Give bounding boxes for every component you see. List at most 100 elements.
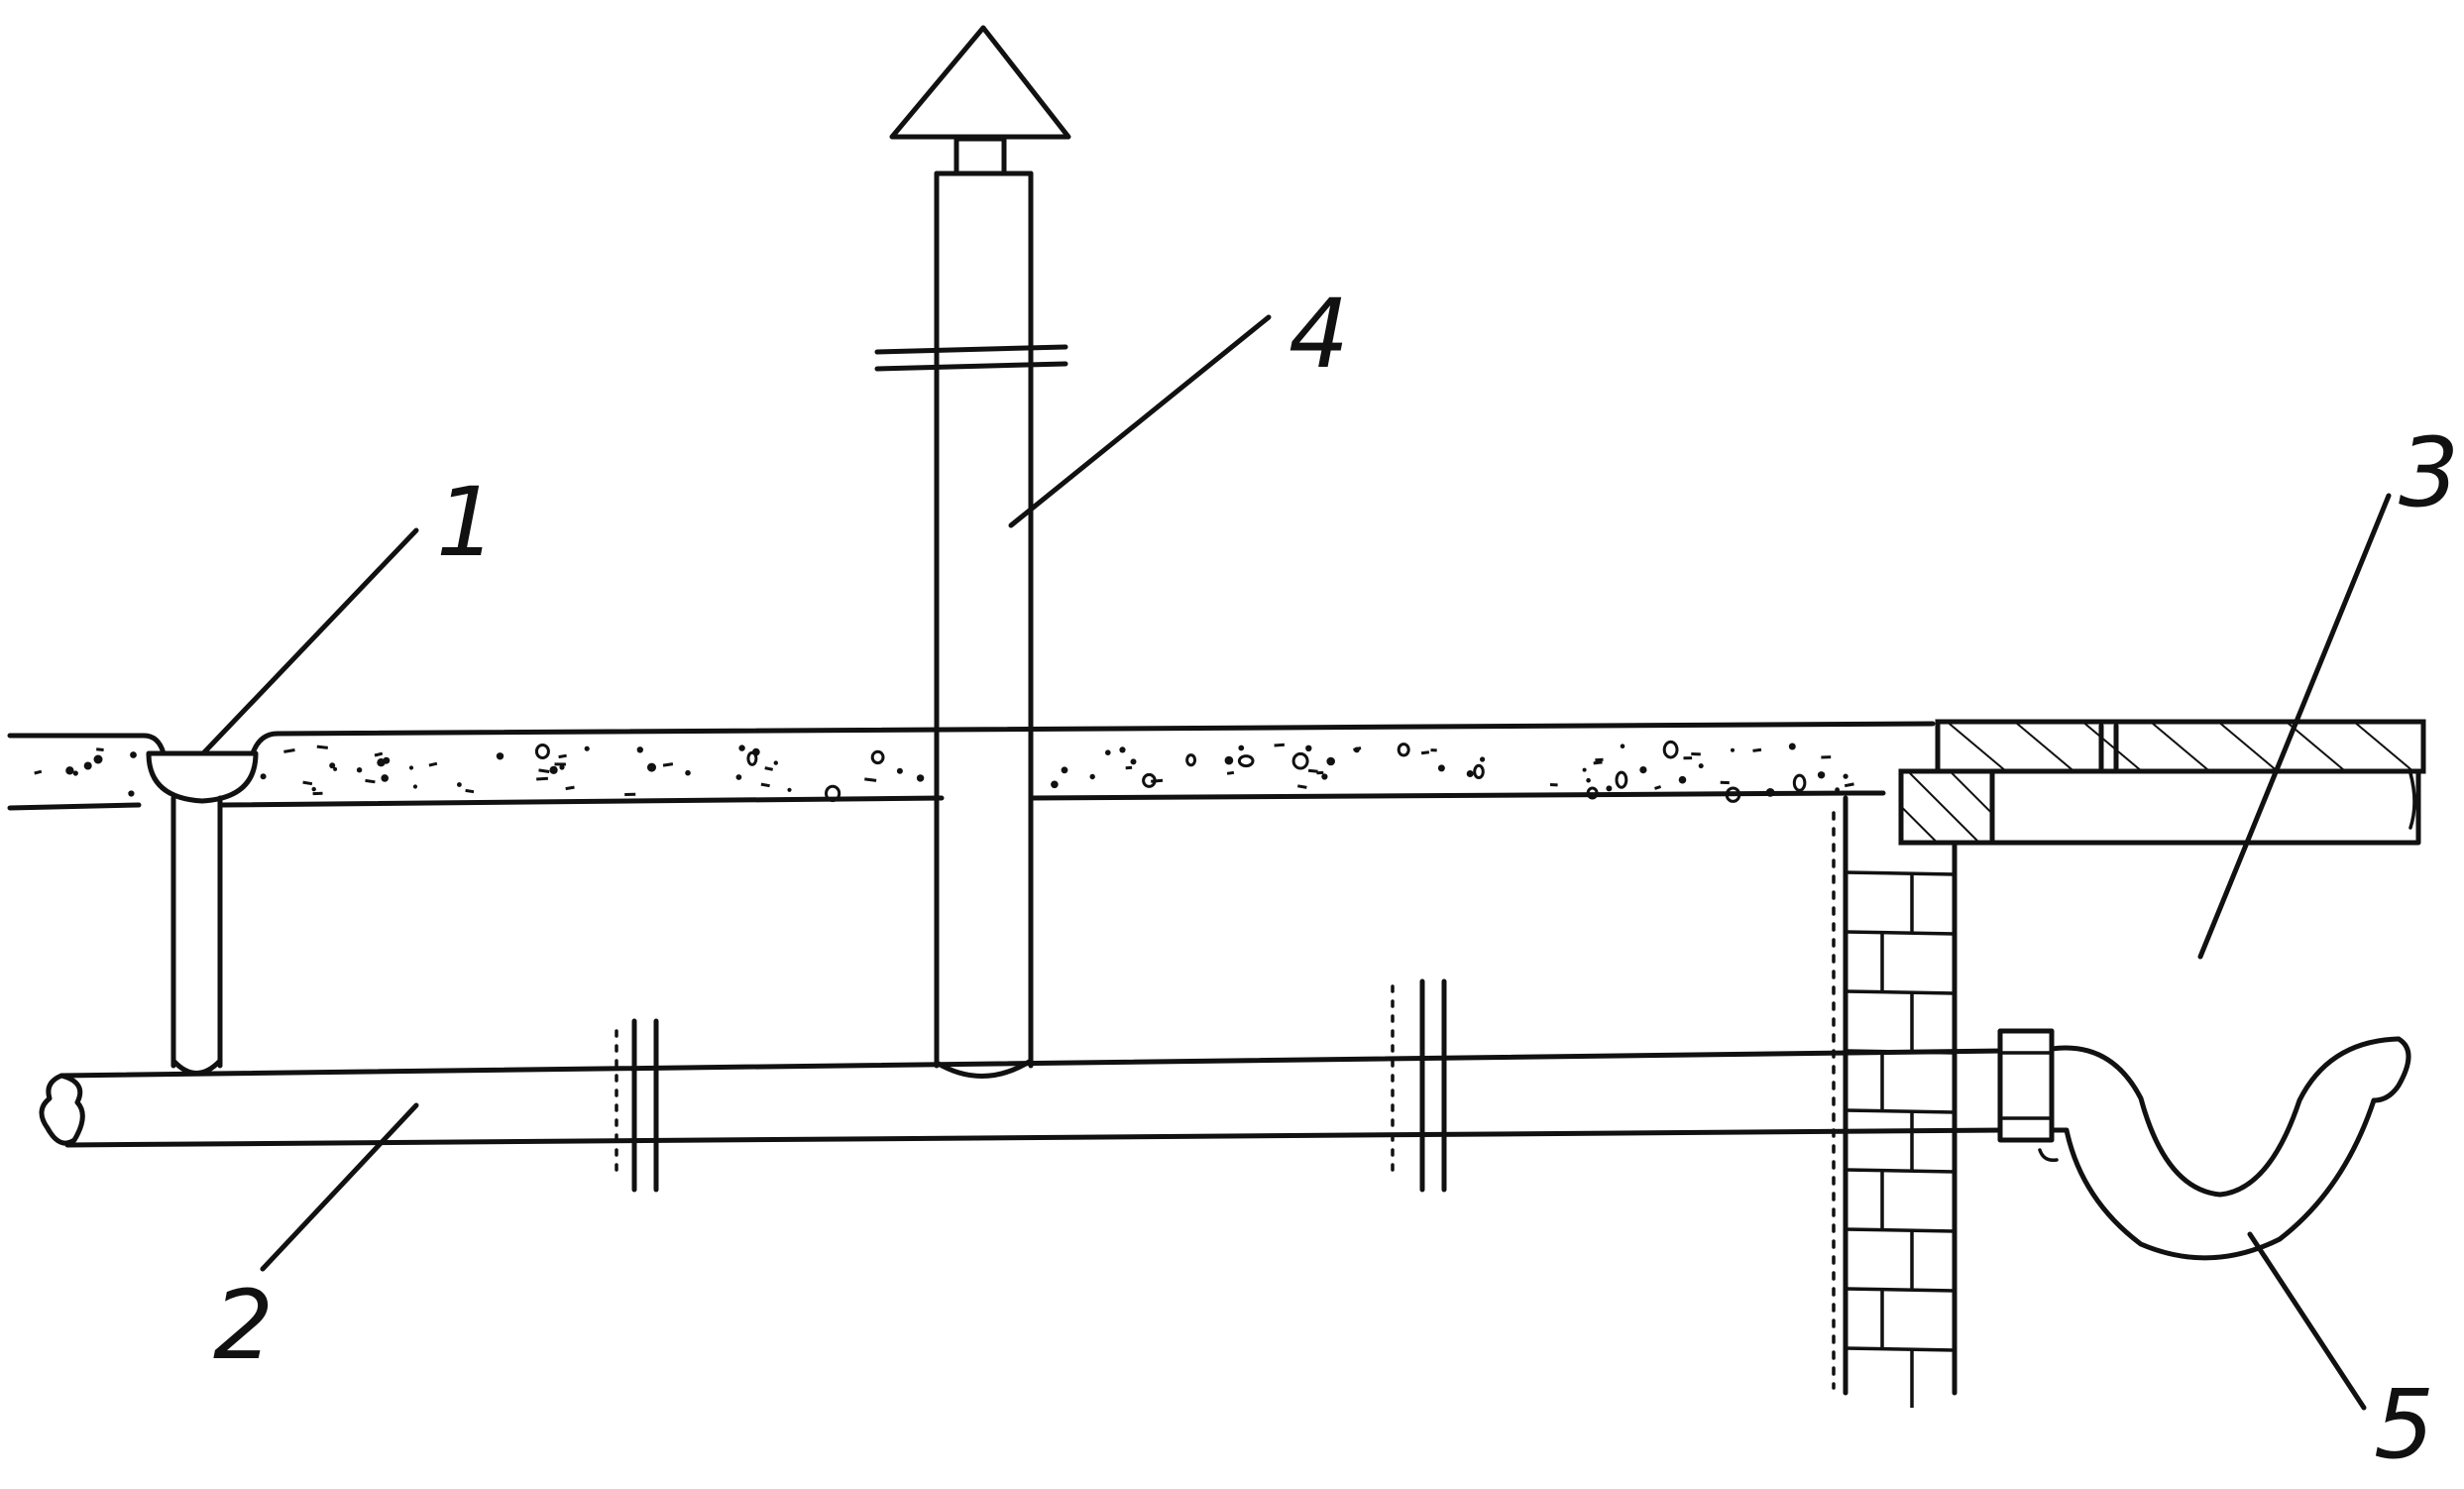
gravel-speck	[746, 750, 758, 766]
gravel-speck	[1061, 766, 1068, 774]
gravel-speck	[1678, 775, 1687, 784]
gravel-speck	[538, 768, 550, 773]
gravel-speck	[1466, 770, 1474, 777]
brick-course-line	[1845, 1287, 1956, 1293]
gravel-speck	[316, 744, 328, 749]
gravel-speck	[1238, 744, 1245, 751]
gravel-speck	[1307, 768, 1318, 773]
gravel-speck	[1582, 767, 1587, 772]
brick-wall	[1832, 795, 1958, 1408]
hatched-floor-slab	[1898, 719, 2426, 846]
gravel-speck	[96, 747, 104, 751]
gravel-speck	[260, 773, 267, 780]
gravel-speck	[333, 766, 338, 771]
gravel-speck	[283, 748, 295, 753]
gravel-speck	[647, 762, 656, 772]
gravel-speck	[83, 761, 92, 770]
gravel-speck	[1274, 743, 1286, 747]
gravel-speck	[636, 746, 643, 753]
gravel-speck	[536, 776, 548, 781]
gravel-speck	[377, 758, 386, 767]
gravel-speck	[1226, 770, 1235, 775]
gravel-speck	[1752, 747, 1762, 752]
gravel-speck	[356, 767, 363, 773]
gravel-speck	[1321, 773, 1328, 780]
gravel-speck	[1662, 740, 1679, 759]
gravel-speck	[457, 782, 462, 787]
brick-course-line	[1845, 1108, 1956, 1114]
gravel-speck	[302, 780, 313, 786]
gravel-speck	[1105, 749, 1111, 755]
gravel-speck	[34, 769, 43, 775]
gravel-speck	[662, 762, 674, 767]
gravel-speck	[1185, 753, 1197, 767]
gravel-speck	[534, 744, 550, 759]
gravel-speck	[584, 745, 590, 751]
callouts: 1 2 3 4 5	[213, 279, 2459, 1480]
gravel-speck	[1224, 755, 1234, 765]
brick-course-line	[1845, 930, 1956, 936]
gravel-speck	[1731, 747, 1735, 752]
gravel-speck	[1788, 743, 1796, 750]
gravel-speck	[565, 785, 575, 791]
gravel-speck	[896, 767, 903, 774]
gravel-speck	[1297, 784, 1307, 789]
brick-course-line	[1845, 1227, 1956, 1233]
gravel-speck	[685, 769, 691, 776]
callout-5: 5	[2374, 1369, 2434, 1480]
gravel-speck	[735, 774, 742, 780]
brick-course-line	[1845, 870, 1956, 876]
gravel-speck	[1151, 778, 1164, 783]
leader-lines	[200, 314, 2392, 1411]
gravel-speck	[1620, 744, 1625, 748]
gravel-speck	[72, 770, 78, 776]
horizontal-drain-pipe	[39, 978, 2007, 1193]
gravel-speck	[311, 786, 316, 792]
gravel-speck	[1420, 750, 1430, 755]
gravel-speck	[93, 754, 103, 764]
gravel-speck	[787, 787, 792, 792]
gravel-speck	[1437, 764, 1445, 772]
gravel-speck	[1615, 770, 1628, 789]
leader-3	[2197, 493, 2392, 960]
gravel-speck	[465, 788, 475, 794]
gravel-speck	[1817, 771, 1826, 779]
gravel-speck	[428, 761, 438, 767]
gravel-speck	[1237, 754, 1255, 768]
gravel-speck	[1725, 786, 1741, 803]
gravel-speck	[329, 762, 336, 769]
brick-course-line	[1845, 1346, 1956, 1352]
gravel-speck	[1142, 772, 1157, 788]
gravel-texture	[34, 740, 1854, 803]
gravel-speck	[864, 777, 877, 782]
gravel-speck	[549, 765, 558, 774]
gravel-speck	[558, 753, 567, 759]
gravel-speck	[1305, 744, 1312, 751]
gravel-speck	[870, 749, 885, 765]
gravel-speck	[1835, 787, 1840, 793]
gravel-speck	[825, 784, 841, 803]
gravel-speck	[1051, 780, 1059, 789]
gravel-speck	[1130, 758, 1137, 765]
leader-4	[1008, 314, 1272, 528]
brick-course-line	[1845, 989, 1956, 995]
gravel-speck	[1698, 763, 1704, 769]
gravel-speck	[1480, 756, 1486, 762]
gravel-speck	[773, 760, 778, 765]
gravel-speck	[1089, 773, 1095, 780]
gravel-speck	[496, 752, 504, 760]
leader-1	[200, 527, 419, 756]
gravel-speck	[1843, 773, 1848, 779]
gravel-speck	[1586, 786, 1599, 800]
gravel-speck	[738, 744, 745, 751]
gravel-speck	[1291, 751, 1309, 770]
gravel-speck	[65, 766, 74, 775]
leader-5	[2247, 1231, 2367, 1411]
gravel-speck	[764, 766, 774, 771]
gravel-speck	[381, 774, 390, 782]
gravel-speck	[408, 765, 414, 770]
gravel-speck	[1119, 746, 1126, 753]
gravel-speck	[1792, 773, 1807, 792]
gravel-speck	[412, 784, 418, 789]
gravel-speck	[1844, 782, 1854, 788]
